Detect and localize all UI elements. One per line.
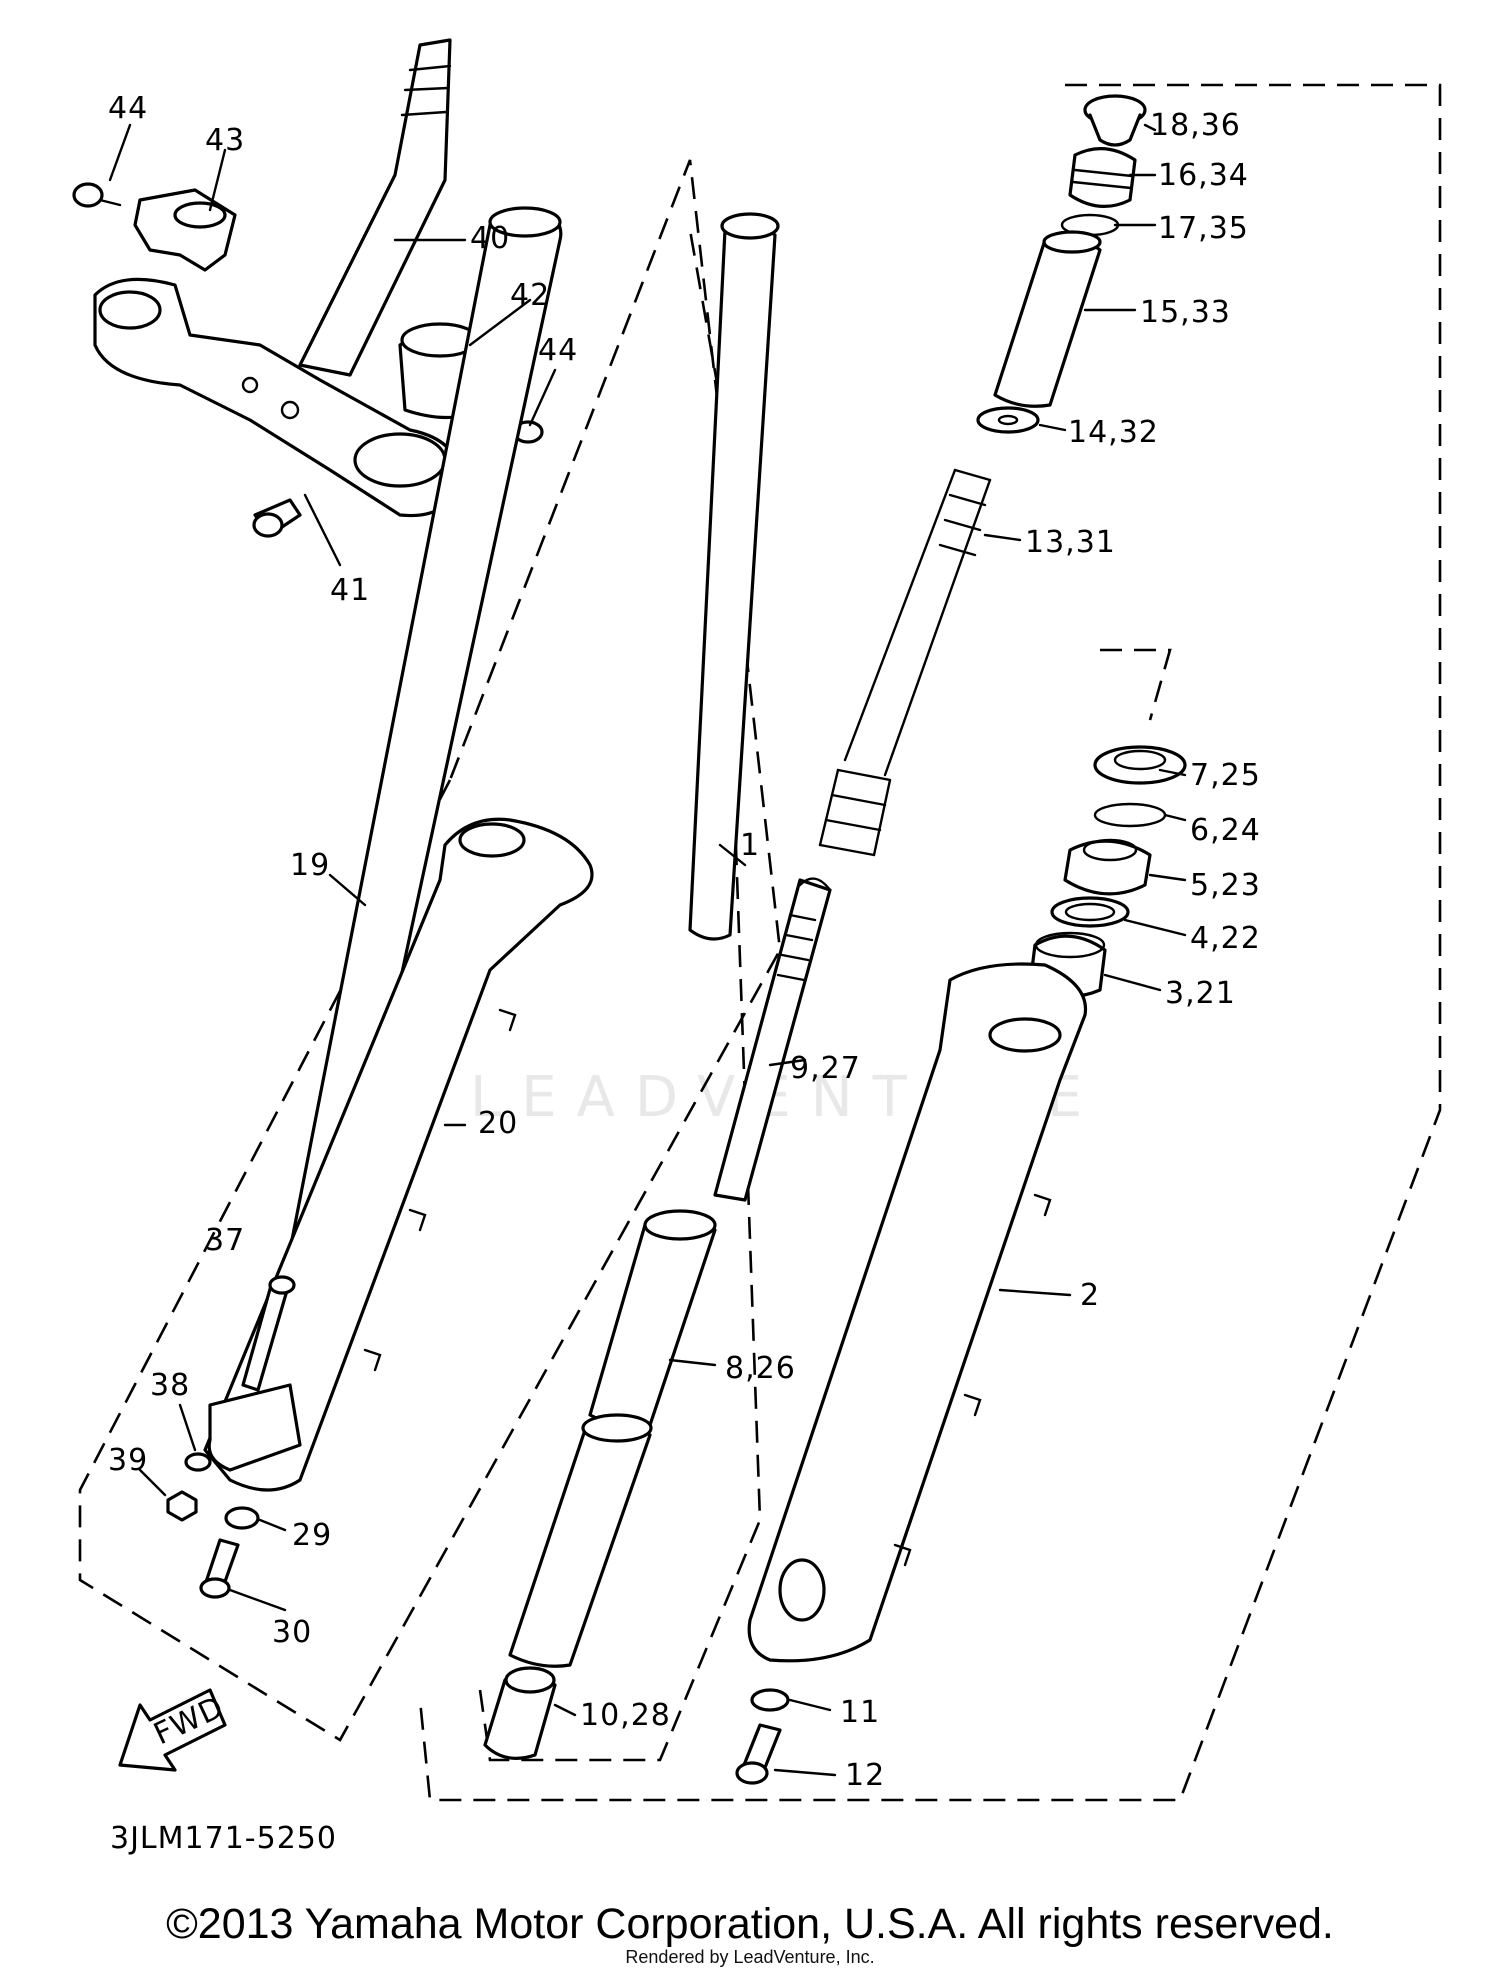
callout-40: 40 [470, 221, 510, 256]
callout-labels: 44 43 40 42 44 41 18,36 16,34 17,35 15,3… [108, 91, 1261, 1856]
spacer-15-33 [993, 230, 1102, 408]
oil-seal-5-23 [1063, 838, 1152, 896]
bolt-41 [252, 498, 302, 538]
spacer-8-26 [588, 1209, 717, 1428]
callout-9-27: 9,27 [790, 1051, 861, 1086]
nut-39 [166, 1490, 198, 1522]
retainer-clip-6-24 [1093, 802, 1167, 828]
callout-37: 37 [205, 1223, 245, 1258]
callout-8-26: 8,26 [725, 1351, 796, 1386]
callout-16-34: 16,34 [1158, 158, 1249, 193]
callout-20: 20 [478, 1106, 518, 1141]
outer-tube-20 [203, 817, 594, 1492]
callout-17-35: 17,35 [1158, 211, 1249, 246]
steering-stem-lower-bracket [93, 38, 462, 518]
damper-rod-9-27 [713, 877, 832, 1202]
callout-18-36: 18,36 [1150, 108, 1241, 143]
callout-12: 12 [845, 1758, 885, 1793]
callout-30: 30 [272, 1615, 312, 1650]
handlebar-holder-43 [133, 188, 237, 272]
inner-group-outline [478, 229, 762, 1762]
cap-16-34 [1068, 146, 1137, 209]
callout-38: 38 [150, 1368, 190, 1403]
callout-10-28: 10,28 [580, 1698, 671, 1733]
outer-tube-group-outline [1100, 648, 1172, 721]
washer-4-22 [1050, 896, 1130, 928]
rebound-spring [818, 768, 892, 857]
callout-41: 41 [330, 573, 370, 608]
axle-holder-38 [184, 1383, 302, 1472]
inner-tube-1 [688, 212, 780, 941]
callout-29: 29 [292, 1518, 332, 1553]
leader-lines [108, 123, 1187, 1777]
washer-29 [224, 1506, 260, 1530]
callout-4-22: 4,22 [1190, 921, 1261, 956]
callout-11: 11 [840, 1695, 880, 1730]
oil-lock-piece-10-28 [483, 1666, 557, 1760]
right-fork-group-outline [418, 83, 1442, 1802]
callout-19: 19 [290, 848, 330, 883]
rendered-by-note: Rendered by LeadVenture, Inc. [625, 1947, 875, 1967]
copyright-notice: ©2013 Yamaha Motor Corporation, U.S.A. A… [166, 1900, 1334, 1948]
callout-1: 1 [740, 828, 760, 863]
fork-spring-13-31 [843, 468, 992, 777]
callout-44-right: 44 [538, 333, 578, 368]
bolt-12 [735, 1723, 782, 1785]
outer-tube-2 [747, 962, 1088, 1663]
callout-42: 42 [510, 278, 550, 313]
callout-15-33: 15,33 [1140, 295, 1231, 330]
callout-2: 2 [1080, 1278, 1100, 1313]
slide-tube [508, 1413, 653, 1668]
washer-11 [750, 1688, 790, 1712]
callout-44-left: 44 [108, 91, 148, 126]
dust-seal-7-25 [1093, 745, 1187, 785]
callout-43: 43 [205, 123, 245, 158]
left-fork-group-outline [78, 159, 782, 1742]
callout-7-25: 7,25 [1190, 758, 1261, 793]
callout-39: 39 [108, 1443, 148, 1478]
inner-tube-19 [288, 206, 563, 1262]
callout-13-31: 13,31 [1025, 525, 1116, 560]
callout-14-32: 14,32 [1068, 415, 1159, 450]
cap-bolt-18-36 [1083, 94, 1147, 147]
forward-direction-arrow: FWD [118, 1688, 230, 1772]
washer-14-32 [976, 406, 1040, 434]
bolt-37 [241, 1275, 296, 1392]
bolt-30 [199, 1538, 240, 1599]
diagram-code: 3JLM171-5250 [110, 1821, 337, 1856]
callout-5-23: 5,23 [1190, 868, 1261, 903]
callout-6-24: 6,24 [1190, 813, 1261, 848]
bolt-44-left [72, 182, 122, 208]
callout-3-21: 3,21 [1165, 976, 1236, 1011]
